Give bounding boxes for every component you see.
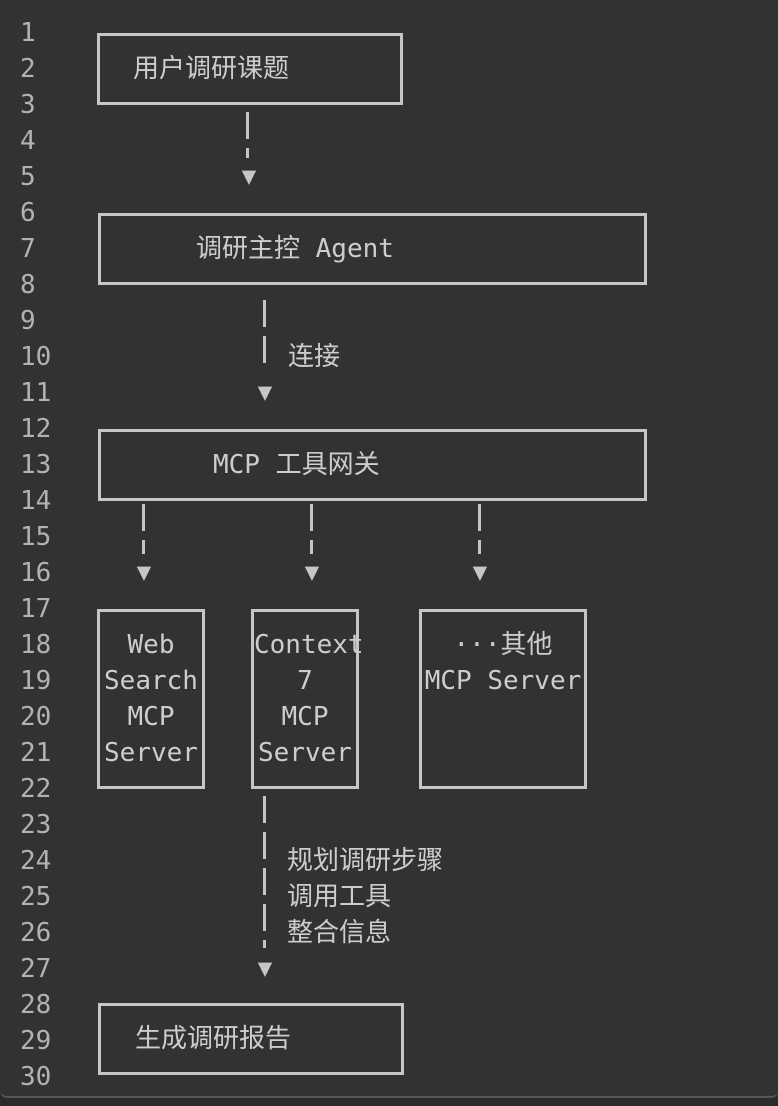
line-number: 11 xyxy=(20,378,52,408)
diagram-box-report: 生成调研报告 xyxy=(98,1003,404,1075)
connector-agent-gateway xyxy=(263,300,266,372)
web-search-line-1: Web xyxy=(127,630,175,660)
line-number: 15 xyxy=(20,522,52,552)
line-number: 20 xyxy=(20,702,52,732)
context7-line-1: Context xyxy=(254,630,364,660)
arrow-down-icon: ▼ xyxy=(257,954,273,982)
edge-label-step-3: 整合信息 xyxy=(287,918,392,948)
line-number: 29 xyxy=(20,1026,52,1056)
gateway-label: MCP 工具网关 xyxy=(213,450,380,480)
connector-gateway-context7 xyxy=(310,504,313,554)
line-number: 27 xyxy=(20,954,52,984)
line-number: 12 xyxy=(20,414,52,444)
connector-topic-agent xyxy=(246,112,249,158)
editor-content[interactable]: 用户调研课题 ▼ 调研主控 Agent 连接 ▼ MCP 工具网关 ▼ ▼ ▼ … xyxy=(75,0,778,1096)
other-servers-line-1: ···其他 xyxy=(453,630,553,660)
line-number: 21 xyxy=(20,738,52,768)
line-number: 10 xyxy=(20,342,52,372)
connector-gateway-other xyxy=(478,504,481,554)
arrow-down-icon: ▼ xyxy=(136,558,152,586)
line-number: 13 xyxy=(20,450,52,480)
arrow-down-icon: ▼ xyxy=(472,558,488,586)
web-search-line-3: MCP xyxy=(127,702,175,732)
edge-label-connect: 连接 xyxy=(288,342,341,372)
line-number: 2 xyxy=(20,54,36,84)
web-search-line-2: Search xyxy=(104,666,198,696)
line-number: 17 xyxy=(20,594,52,624)
arrow-down-icon: ▼ xyxy=(257,378,273,406)
line-number: 24 xyxy=(20,846,52,876)
line-number: 3 xyxy=(20,90,36,120)
web-search-line-4: Server xyxy=(104,738,198,768)
diagram-box-topic: 用户调研课题 xyxy=(97,33,403,105)
context7-line-4: Server xyxy=(258,738,352,768)
line-number: 8 xyxy=(20,270,36,300)
other-servers-line-2: MCP Server xyxy=(424,666,582,696)
line-number: 6 xyxy=(20,198,36,228)
diagram-box-agent: 调研主控 Agent xyxy=(98,213,647,285)
line-number: 30 xyxy=(20,1062,52,1092)
connector-gateway-websearch xyxy=(142,504,145,554)
line-number: 16 xyxy=(20,558,52,588)
diagram-box-other-servers: ···其他 MCP Server xyxy=(419,609,587,789)
arrow-down-icon: ▼ xyxy=(241,162,257,190)
line-number: 9 xyxy=(20,306,36,336)
line-number: 22 xyxy=(20,774,52,804)
topic-label: 用户调研课题 xyxy=(133,54,290,84)
context7-line-3: MCP xyxy=(281,702,329,732)
edge-label-step-2: 调用工具 xyxy=(287,882,392,912)
line-number: 28 xyxy=(20,990,52,1020)
line-number: 23 xyxy=(20,810,52,840)
line-number: 19 xyxy=(20,666,52,696)
diagram-box-web-search-server: Web Search MCP Server xyxy=(97,609,205,789)
line-number: 7 xyxy=(20,234,36,264)
arrow-down-icon: ▼ xyxy=(304,558,320,586)
line-number: 1 xyxy=(20,18,36,48)
line-number: 4 xyxy=(20,126,36,156)
line-number: 25 xyxy=(20,882,52,912)
context7-line-2: 7 xyxy=(297,666,313,696)
diagram-box-context7-server: Context 7 MCP Server xyxy=(251,609,364,789)
diagram-box-gateway: MCP 工具网关 xyxy=(98,429,647,501)
line-number: 26 xyxy=(20,918,52,948)
connector-to-report xyxy=(263,796,266,948)
edge-label-step-1: 规划调研步骤 xyxy=(287,846,444,876)
line-number: 5 xyxy=(20,162,36,192)
report-label: 生成调研报告 xyxy=(135,1024,292,1054)
line-number: 18 xyxy=(20,630,52,660)
line-number: 14 xyxy=(20,486,52,516)
agent-label: 调研主控 Agent xyxy=(196,234,394,264)
